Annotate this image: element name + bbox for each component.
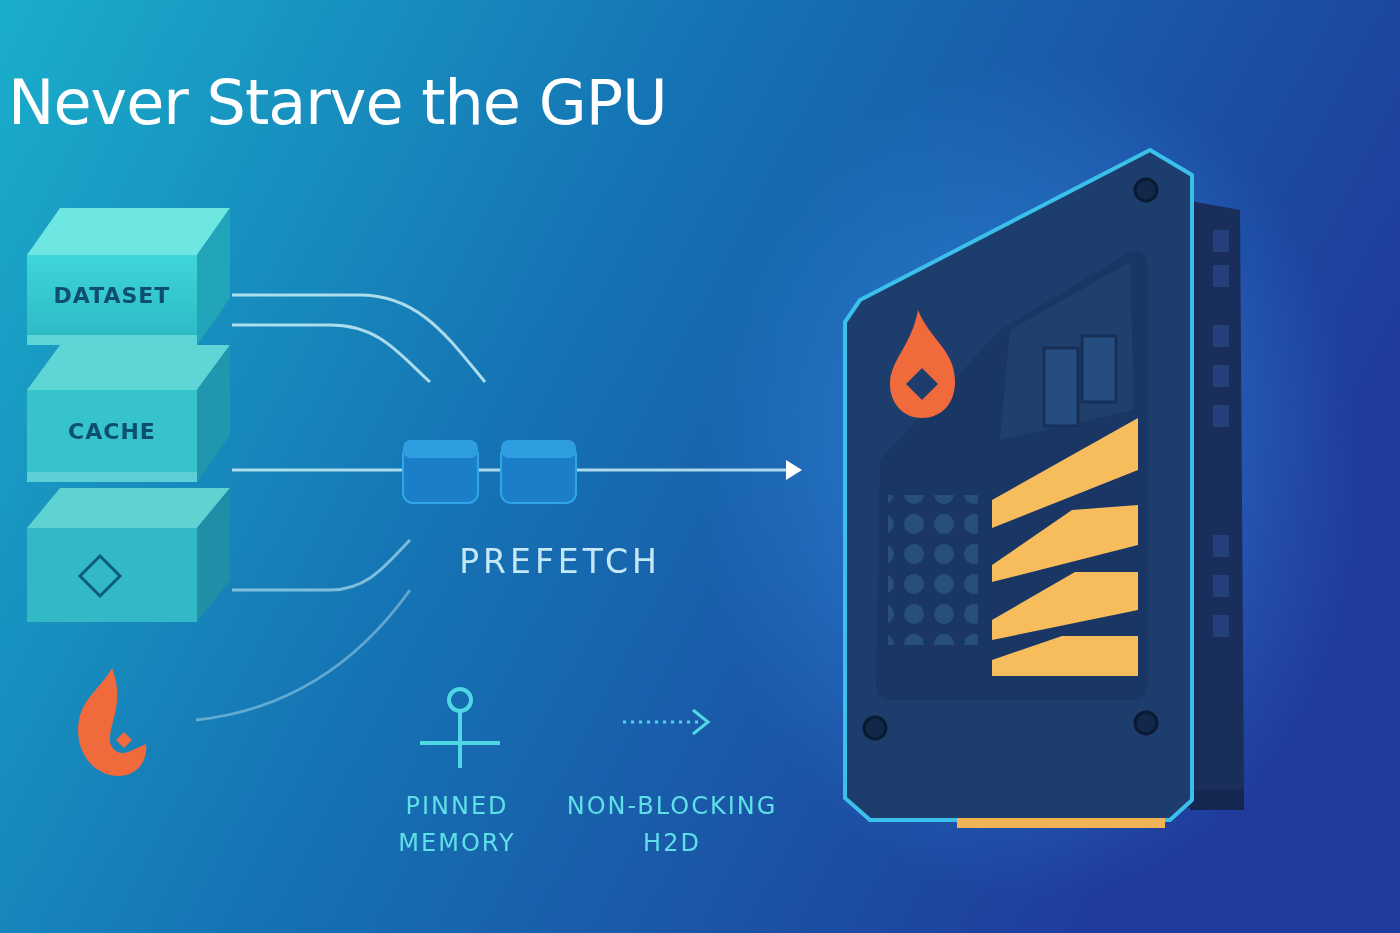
storage-box: DATASET: [27, 255, 197, 335]
dotted-arrow: [623, 710, 708, 734]
prefetch-chips: [403, 440, 576, 503]
data-wires: [196, 295, 790, 720]
flame-logo: [78, 668, 146, 776]
generic-cube: [27, 488, 230, 622]
gpu-card: [845, 150, 1244, 828]
pin-icon: [420, 689, 500, 768]
label: PINNED MEMORY: [372, 788, 542, 862]
gpu-glow: [700, 60, 1360, 900]
cache-cube: [27, 345, 230, 482]
label: PREFETCH: [400, 536, 720, 587]
box-label: CACHE: [68, 419, 156, 444]
arrowhead: [786, 460, 802, 480]
label: NON-BLOCKING H2D: [557, 788, 787, 862]
box-label: DATASET: [54, 283, 171, 308]
diamond-icon: [80, 556, 120, 596]
storage-box: CACHE: [27, 390, 197, 472]
title: Never Starve the GPU: [8, 66, 667, 139]
dataset-cube: [27, 208, 230, 345]
